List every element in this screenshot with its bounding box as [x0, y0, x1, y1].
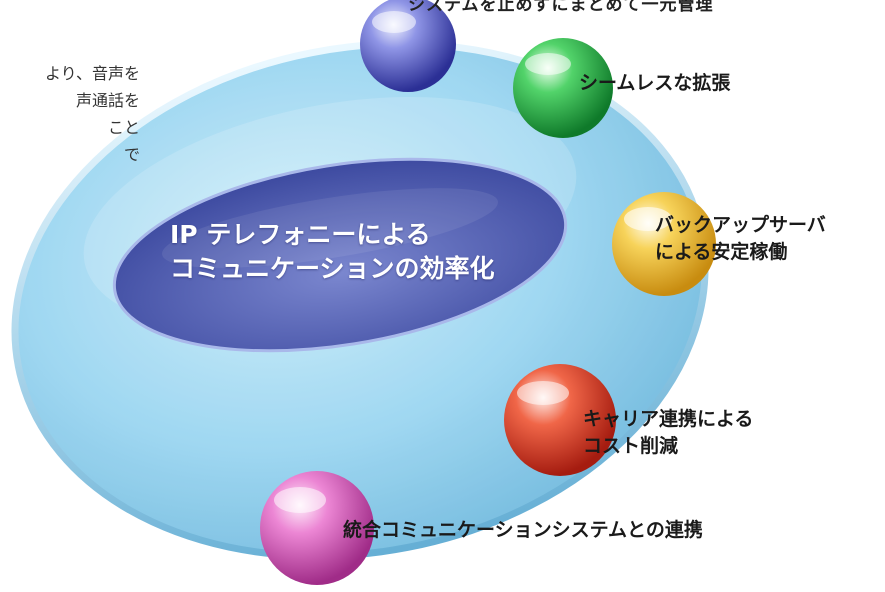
center-title-line: IP テレフォニーによる — [170, 220, 431, 249]
sphere-pink — [260, 471, 374, 585]
label-seamless-expansion: シームレスな拡張 — [579, 70, 730, 97]
label-line: シームレスな拡張 — [579, 72, 731, 94]
label-line: 統合コミュニケーションシステムとの連携 — [343, 519, 703, 541]
side-line: で — [123, 145, 140, 164]
sphere-green — [513, 38, 613, 138]
side-line: より、音声を — [44, 64, 140, 83]
inner-ellipse — [112, 157, 568, 353]
sphere-yellow — [612, 192, 716, 296]
center-title: IP テレフォニーによる コミュニケーションの効率化 — [170, 218, 510, 286]
label-unified-communication: 統合コミュニケーションシステムとの連携 — [343, 517, 703, 544]
sphere-blue — [360, 0, 456, 92]
center-title-line: コミュニケーションの効率化 — [170, 254, 495, 283]
top-heading-cut: システムを止めずにまとめて一元管理 — [408, 0, 714, 12]
label-line: キャリア連携による — [583, 408, 754, 430]
label-line: コスト削減 — [583, 435, 679, 457]
label-carrier-cost: キャリア連携による コスト削減 — [583, 406, 753, 460]
side-line: 声通話を — [75, 91, 140, 110]
label-backup-server: バックアップサーバ による安定稼働 — [655, 212, 826, 266]
label-line: による安定稼働 — [655, 241, 788, 263]
label-line: バックアップサーバ — [655, 214, 826, 236]
sphere-red — [504, 364, 616, 476]
side-line: こと — [107, 118, 140, 137]
side-description: より、音声を 声通話を こと で — [0, 60, 140, 168]
